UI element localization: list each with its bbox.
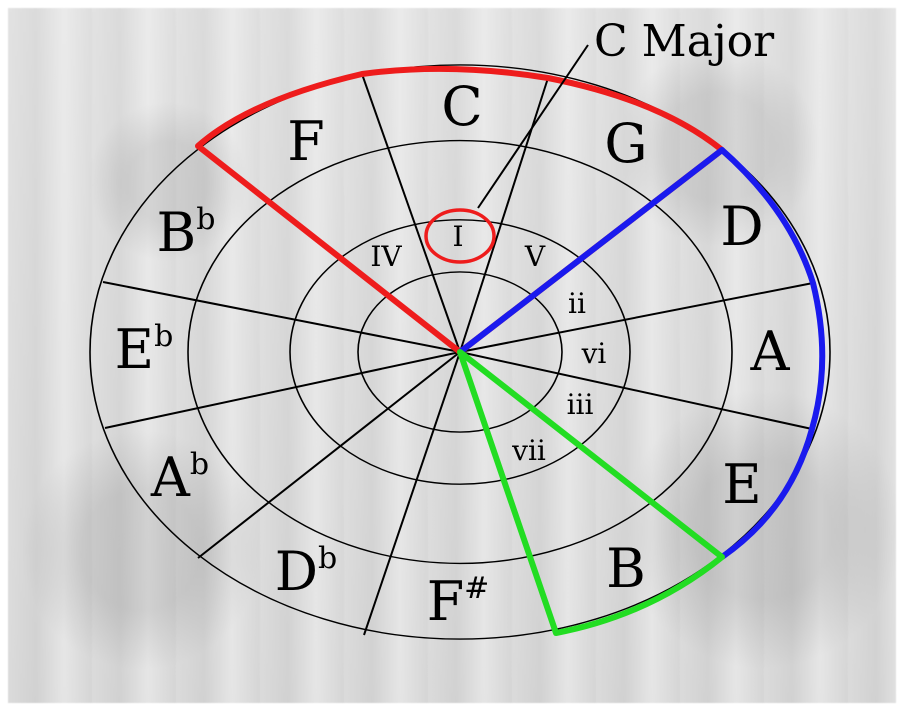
divider-ab-eb [105,352,460,428]
note-e: E [722,453,761,516]
degree-I: I [452,220,463,253]
note-f: F [287,110,324,173]
note-d-flat: Db [275,540,338,603]
note-a: A [750,320,791,383]
degree-iii: iii [567,388,594,421]
note-c: C [441,75,482,138]
note-b-flat: Bb [157,201,216,264]
divider-db-ab [198,352,460,558]
note-d: D [720,195,763,258]
note-b: B [606,537,646,600]
degree-IV: IV [370,240,402,273]
degree-vii: vii [511,434,546,467]
callout-label: C Major [594,16,775,67]
note-g: G [604,112,647,175]
degree-vi: vi [581,337,607,370]
note-f-sharp: F# [427,570,490,633]
note-e-flat: Eb [115,318,174,381]
note-a-flat: Ab [150,446,209,509]
degree-ii: ii [568,287,586,320]
degree-V: V [524,240,546,273]
